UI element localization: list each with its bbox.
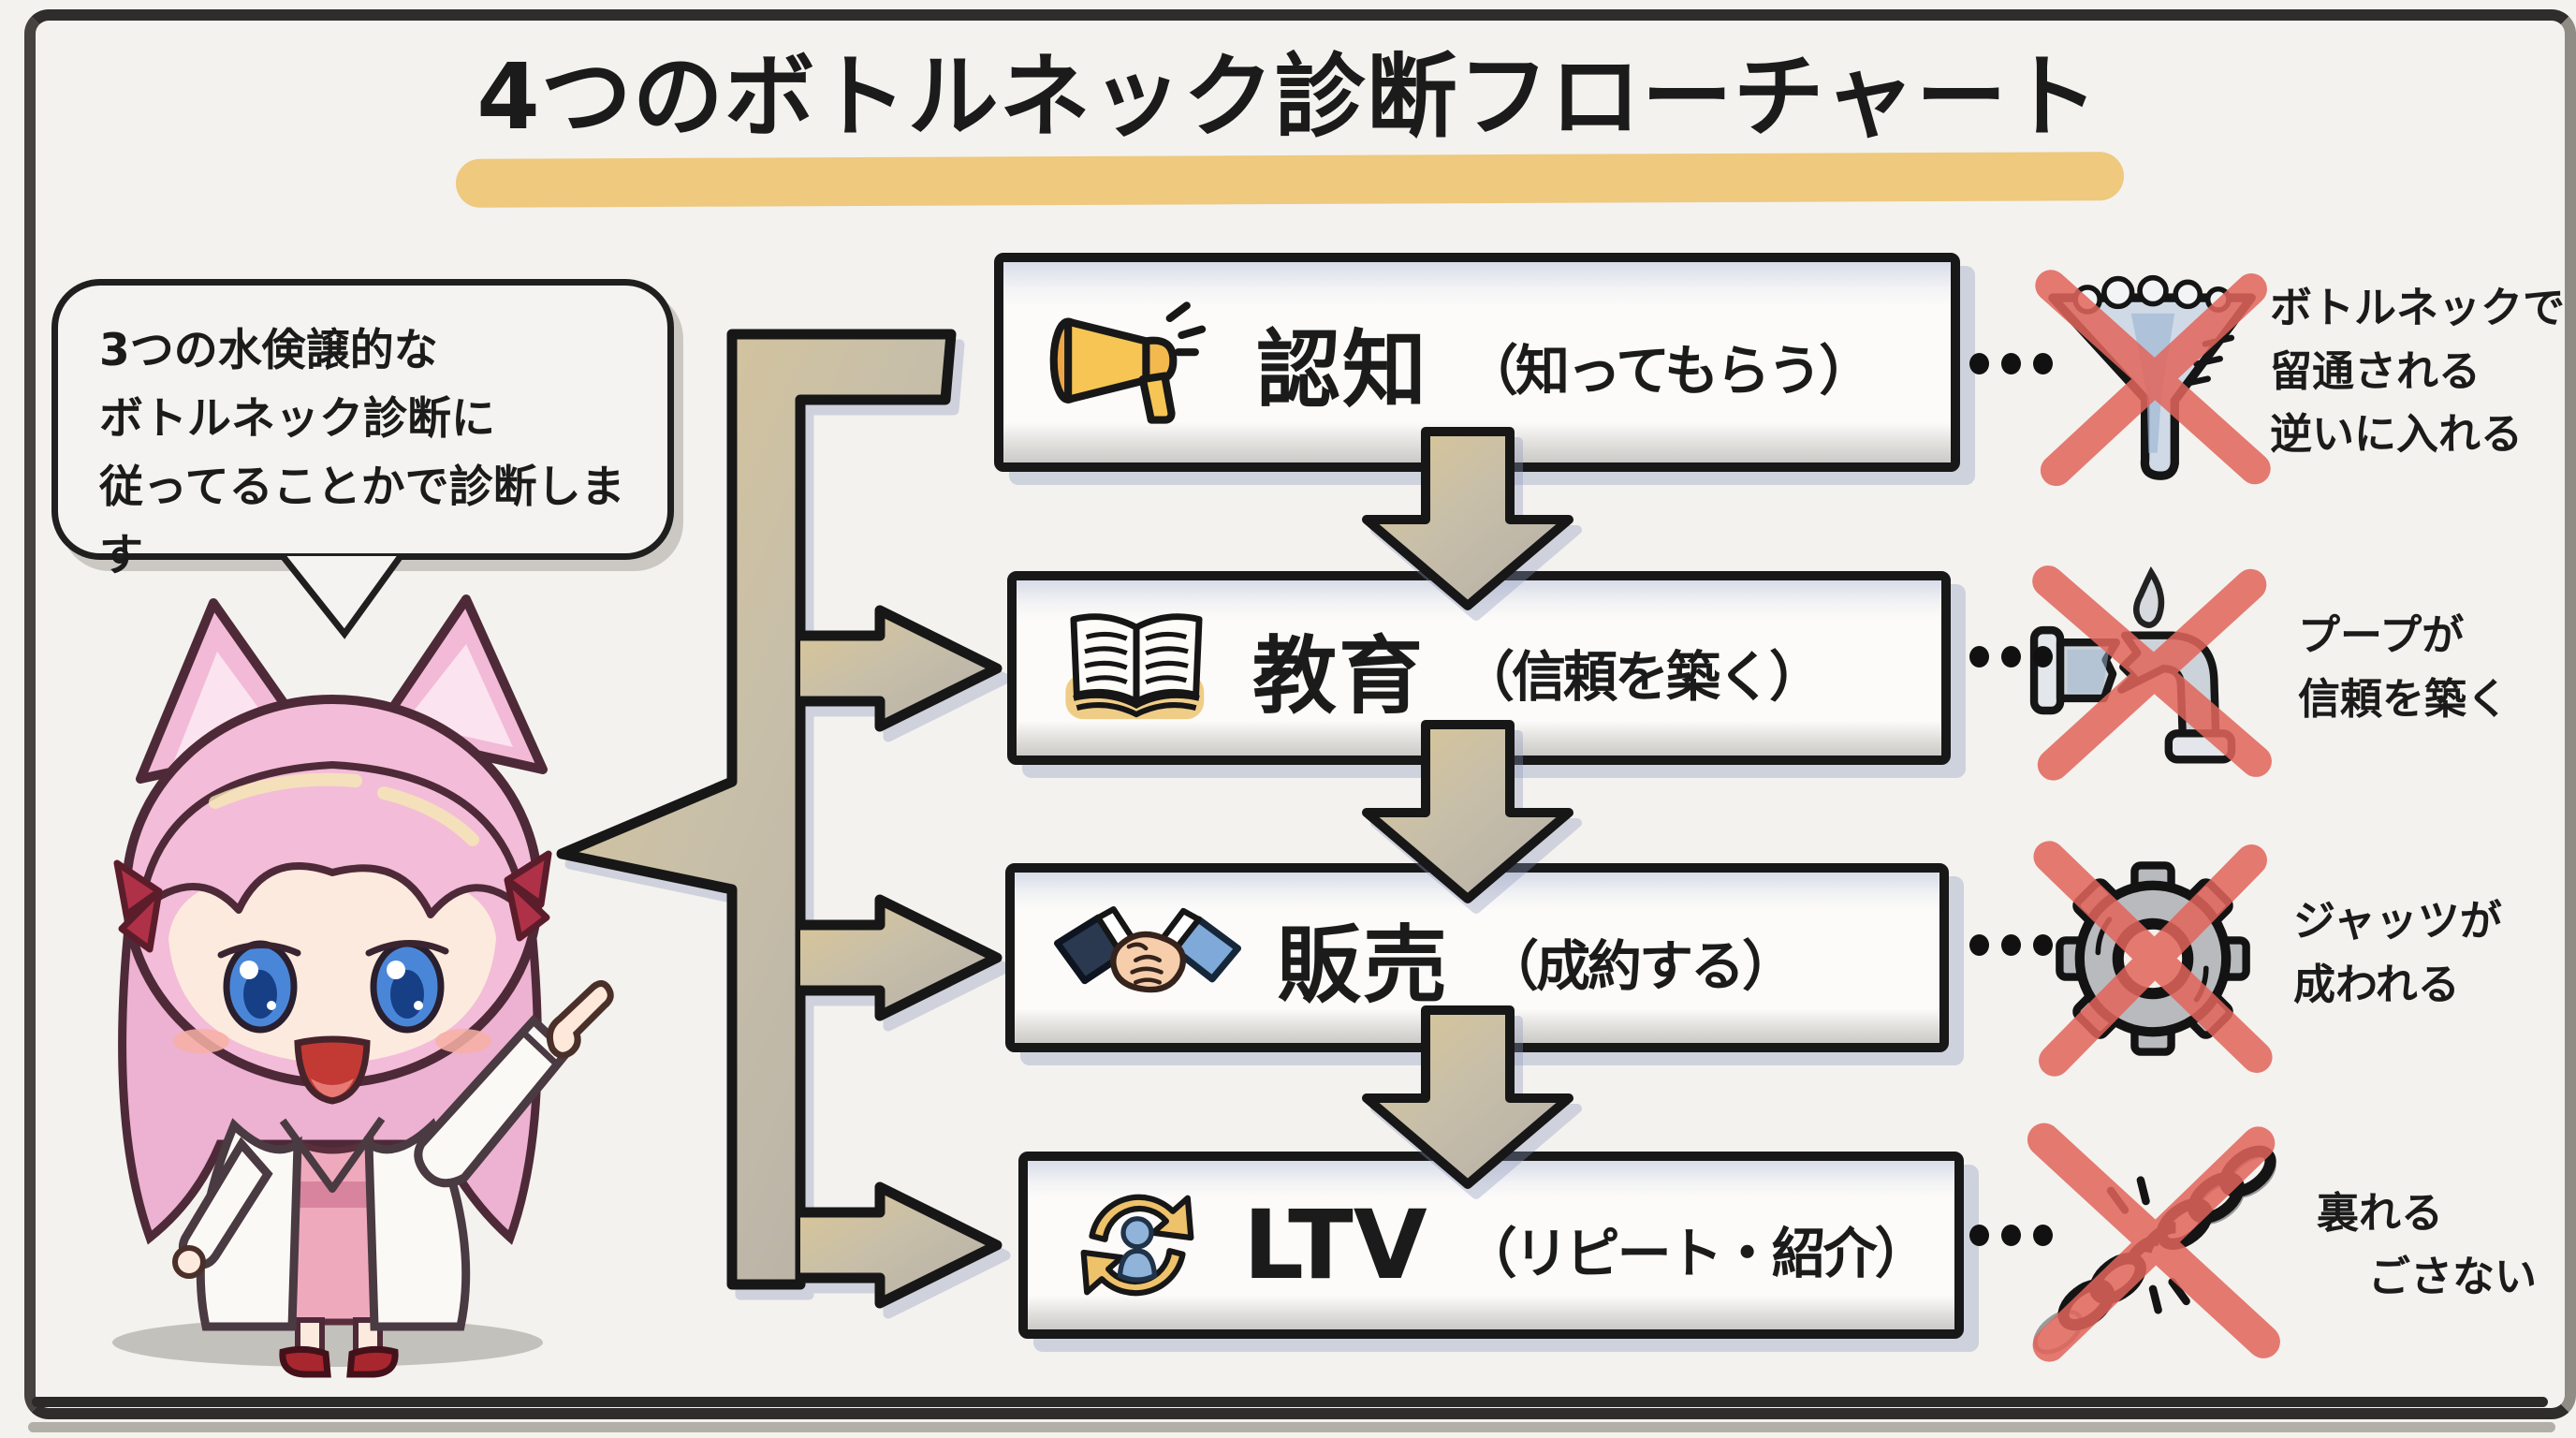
step-label: LTV [1243, 1189, 1427, 1301]
repeat-customer-icon [1080, 1194, 1194, 1297]
speech-bubble: 3つの水倹譲的な ボトルネック診断に 従ってることかで診断します [51, 279, 674, 581]
red-cross-mark [2032, 565, 2272, 781]
funnel-blocked-icon [2035, 270, 2271, 487]
red-cross-mark [2033, 841, 2273, 1077]
down-arrow [1362, 427, 1573, 610]
branch-arrow-3 [800, 894, 1003, 1021]
step-label: 販売 [1277, 917, 1449, 1015]
note-text-ltv: 裏れる ごさない [2317, 1188, 2538, 1301]
note-text-awareness: ボトルネックで 留通される 逆いに入れる [2270, 283, 2566, 459]
step-label: 教育 [1252, 626, 1425, 726]
title-underline-highlight [455, 152, 2125, 208]
down-arrow [1362, 720, 1573, 903]
broken-chain-icon [2027, 1123, 2280, 1362]
hand-drawn-border-frame [24, 9, 2576, 1419]
pointing-hand [546, 980, 614, 1059]
branch-arrow-4 [800, 1181, 1003, 1309]
step-sublabel: （信頼を築く） [1460, 644, 1823, 709]
step-sublabel: （知ってもらう） [1464, 339, 1873, 403]
page-title: 4つのボトルネック診断フローチャート [476, 44, 2100, 150]
frame-bottom-inner-line [32, 1397, 2548, 1407]
step-sublabel: （リピート・紹介） [1462, 1222, 1929, 1285]
red-cross-mark [2027, 1123, 2280, 1362]
red-cross-mark [2035, 270, 2271, 487]
ellipsis-dots [1969, 1225, 2053, 1246]
ellipsis-dots [1969, 353, 2053, 374]
note-text-sales: ジャッツが 成われる [2293, 896, 2502, 1009]
down-arrow [1362, 1005, 1573, 1189]
megaphone-icon [1049, 301, 1207, 424]
speech-line: ボトルネック診断に [99, 392, 495, 445]
branch-arrow-2 [800, 605, 1003, 732]
open-book-icon [1065, 612, 1205, 719]
handshake-icon [1054, 906, 1241, 993]
speech-line: 3つの水倹譲的な [99, 325, 438, 376]
frame-bottom-outer-line [28, 1422, 2555, 1432]
broken-pipe-icon [2029, 565, 2272, 781]
ellipsis-dots [1969, 934, 2053, 956]
note-text-education: プープが 信頼を築く [2298, 610, 2510, 724]
flow-step-box-ltv: LTV （リピート・紹介） [1018, 1152, 1964, 1339]
catgirl-scientist-pointing-illustration [112, 594, 614, 1378]
speech-line: 従ってることかで診断します [99, 461, 625, 581]
speech-bubble-tail [279, 555, 404, 639]
flow-branch-arrows [556, 329, 1003, 1309]
ellipsis-dots [1969, 646, 2053, 668]
step-label: 認知 [1256, 321, 1428, 419]
gear-blocked-icon [2033, 841, 2273, 1077]
step-sublabel: （成約する） [1485, 934, 1796, 998]
